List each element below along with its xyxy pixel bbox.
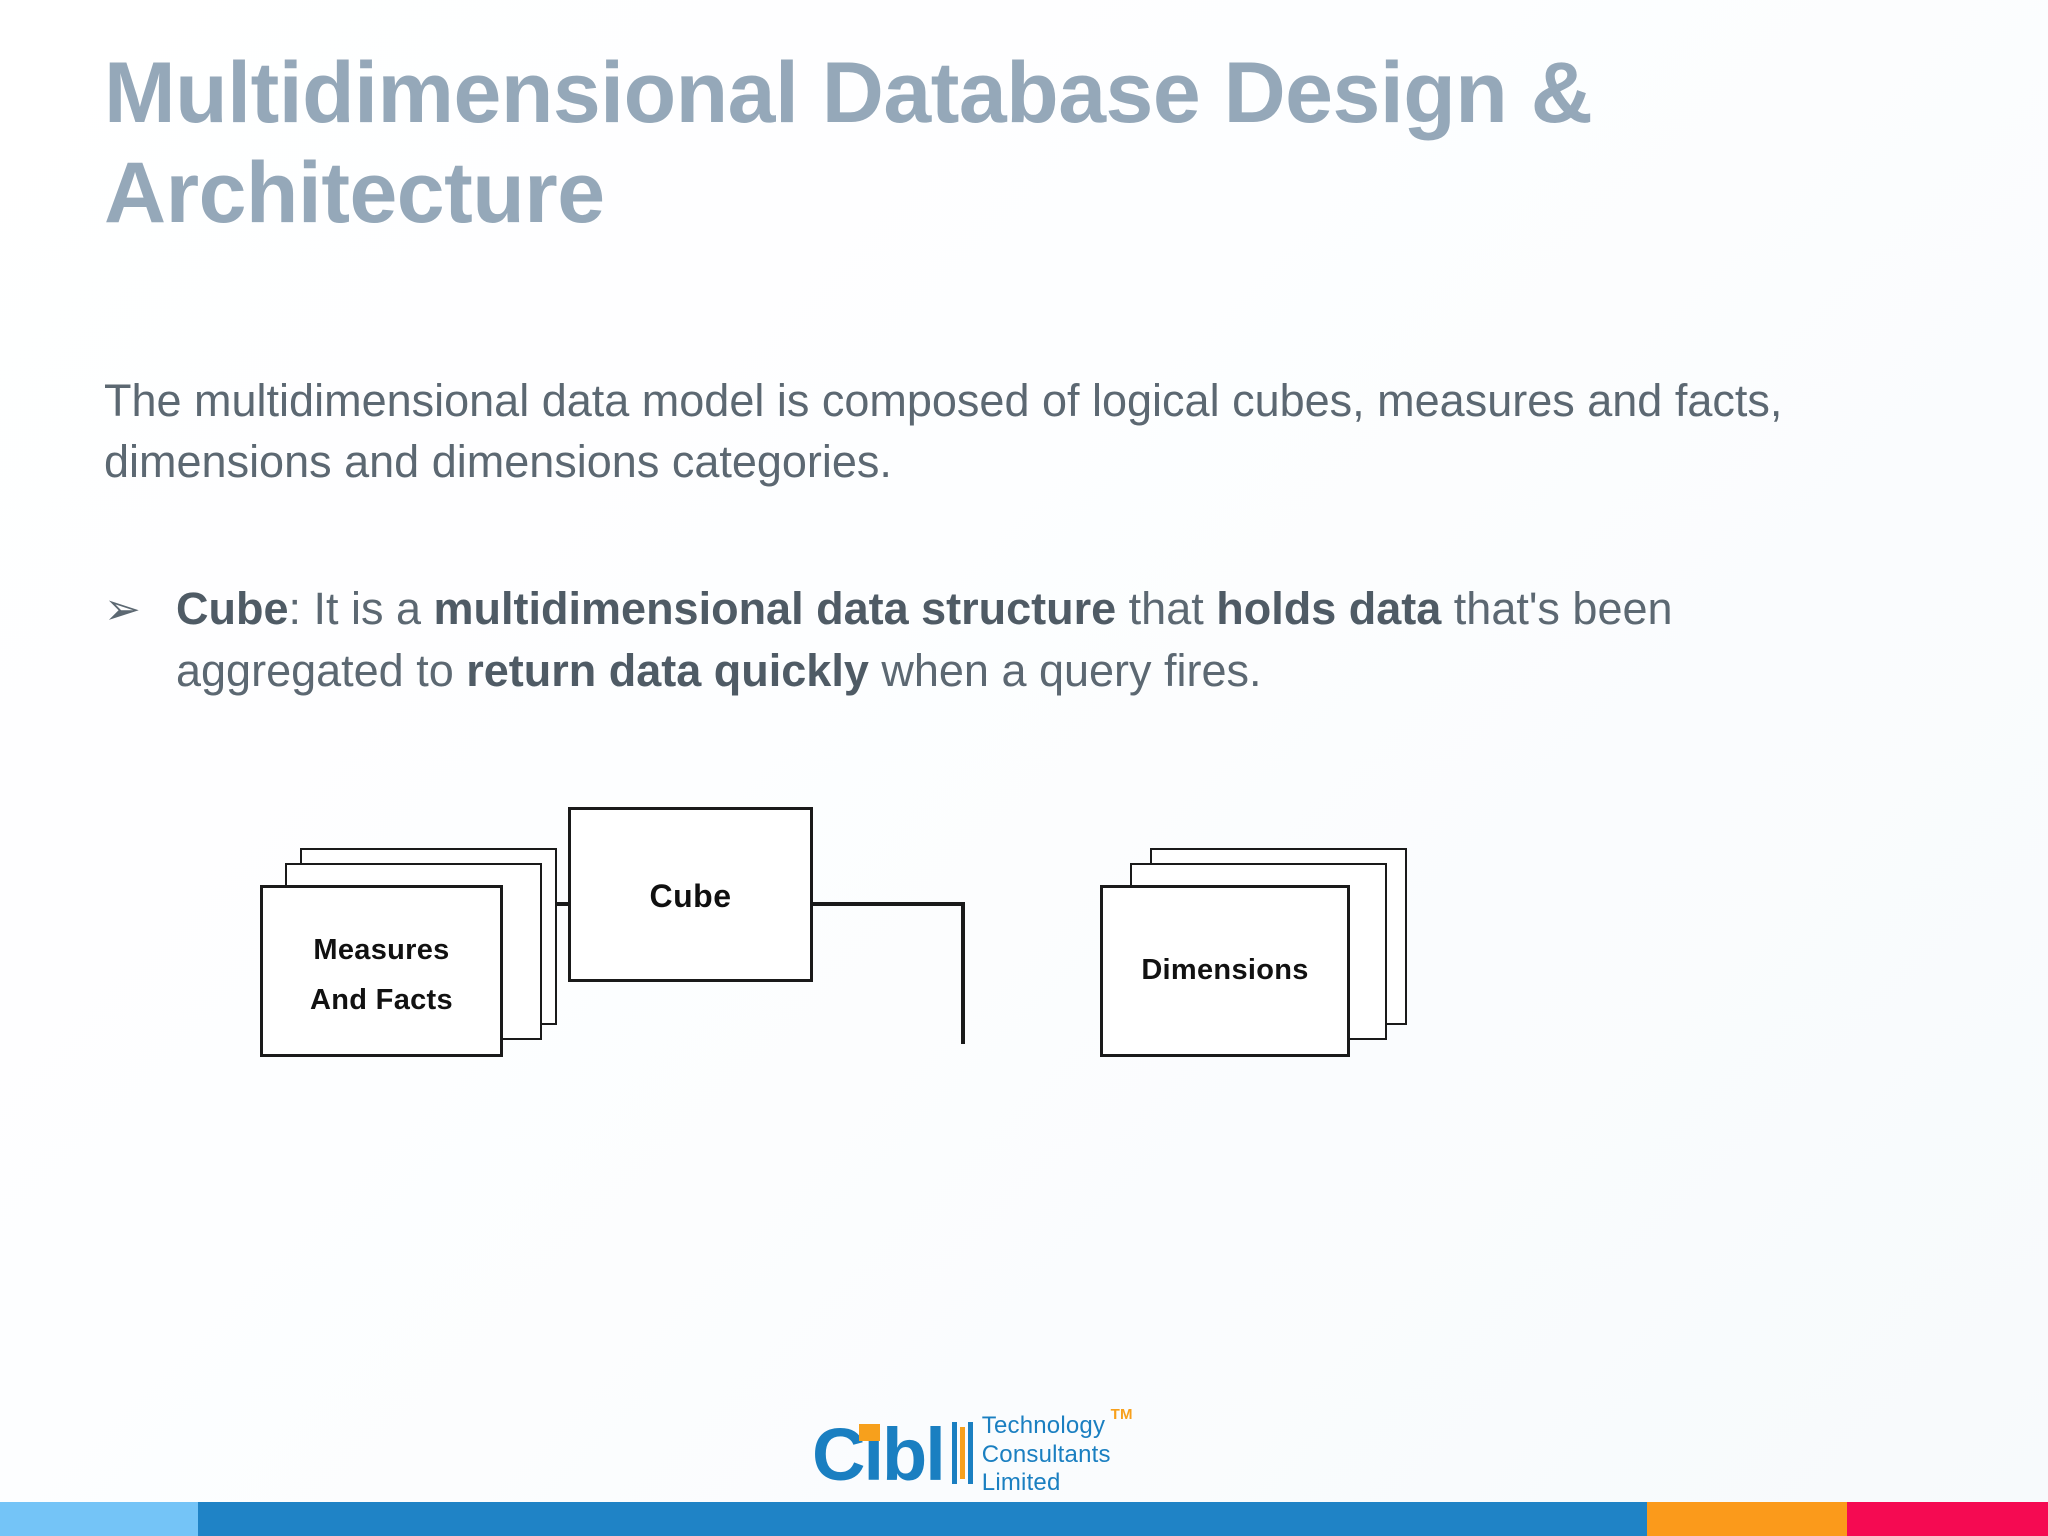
cube-architecture-diagram: Cube Measures And Facts Dimensions [260,780,1500,1260]
trademark-icon: TM [1110,1405,1133,1423]
connector-cube-to-dimensions-vertical [961,902,965,1044]
measures-label-line1: Measures [313,934,450,966]
measures-label-line2: And Facts [310,984,453,1016]
bullet-run: : It is a [288,583,434,634]
connector-cube-to-dimensions-horizontal [810,902,965,906]
brand-logo: Cibl Technology Consultants Limited TM [812,1406,1133,1498]
stack-card-front: Measures And Facts [260,885,503,1057]
logo-bar-blue [951,1422,957,1484]
footer-color-bar [0,1502,2048,1536]
footer-bar-segment-blue [198,1502,1647,1536]
logo-dot-icon [859,1424,880,1441]
footer-bar-segment-orange [1647,1502,1847,1536]
arrow-bullet-icon: ➢ [104,585,141,634]
bullet-emphasis: return data quickly [466,645,869,697]
page-title: Multidimensional Database Design & Archi… [104,45,1593,241]
bullet-emphasis: multidimensional data structure [433,583,1117,634]
diagram-node-measures-and-facts: Measures And Facts [260,780,620,1100]
bullet-item-text: Cube: It is a multidimensional data stru… [176,578,1894,702]
logo-tagline: Technology Consultants Limited TM [981,1406,1133,1498]
dimensions-label: Dimensions [1141,954,1309,986]
logo-tagline-line2: Consultants [981,1440,1111,1468]
logo-tagline-line1: Technology [981,1411,1106,1439]
diagram-node-cube-label: Cube [649,878,732,914]
diagram-node-cube: Cube [568,807,813,982]
bullet-run: that's been aggregated to [176,583,1673,697]
bullet-emphasis: Cube [176,583,289,634]
logo-wordmark: Cibl [812,1418,948,1492]
logo-divider-bars-icon [951,1412,973,1498]
logo-tagline-line3: Limited [981,1469,1061,1497]
bullet-run: that [1116,583,1217,634]
logo-bar-blue-2 [967,1422,973,1484]
bullet-run: when a query fires. [868,645,1262,697]
bullet-emphasis: holds data [1216,583,1442,634]
lead-paragraph: The multidimensional data model is compo… [104,375,1783,488]
bullet-item-cube: ➢ Cube: It is a multidimensional data st… [104,578,1894,702]
logo-bar-orange [959,1427,965,1479]
diagram-node-dimensions: Dimensions [1090,780,1420,1100]
footer-bar-segment-crimson [1847,1502,2048,1536]
footer-bar-segment-light-blue [0,1502,198,1536]
stack-card-front: Dimensions [1100,885,1350,1057]
